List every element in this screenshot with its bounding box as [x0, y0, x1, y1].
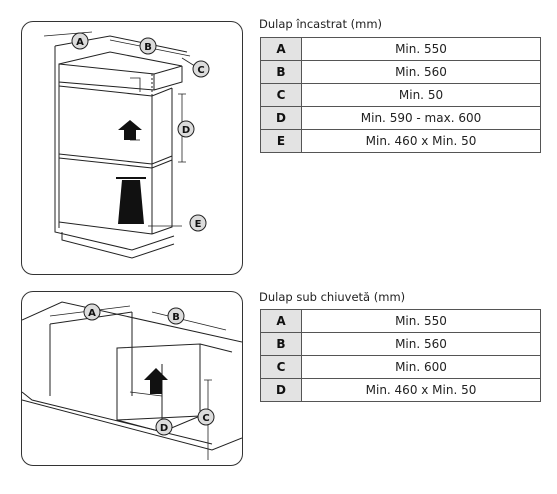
svg-text:E: E	[195, 219, 202, 230]
row-value: Min. 590 - max. 600	[301, 106, 541, 130]
callout-a: A	[83, 303, 101, 321]
under-sink-cabinet-drawing: A B C D	[22, 301, 242, 460]
svg-text:D: D	[182, 125, 190, 136]
row-value: Min. 600	[301, 355, 541, 379]
row-label: E	[260, 129, 302, 153]
row-value: Min. 460 x Min. 50	[301, 129, 541, 153]
built-in-cabinet-drawing: A B C D E	[43, 31, 210, 259]
built-in-dimensions-table: A Min. 550 B Min. 560 C Min. 50 D Min. 5…	[260, 37, 541, 153]
svg-text:B: B	[144, 42, 152, 53]
svg-text:B: B	[172, 312, 180, 323]
table-row: C Min. 50	[260, 83, 541, 107]
row-label: D	[260, 106, 302, 130]
callout-e: E	[189, 214, 207, 232]
arrow-up-icon	[118, 120, 142, 140]
callout-d: D	[155, 418, 173, 436]
table-row: B Min. 560	[260, 60, 541, 84]
under-sink-dimensions-table: A Min. 550 B Min. 560 C Min. 600 D Min. …	[260, 309, 541, 402]
built-in-cabinet-diagram: A B C D E	[21, 21, 243, 275]
row-value: Min. 50	[301, 83, 541, 107]
callout-b: B	[139, 37, 157, 55]
svg-text:A: A	[76, 37, 84, 48]
callout-b: B	[167, 307, 185, 325]
callout-a: A	[71, 32, 89, 50]
row-value: Min. 550	[301, 37, 541, 61]
vent-arrow-icon	[118, 180, 144, 224]
row-label: B	[260, 332, 302, 356]
svg-text:C: C	[197, 65, 204, 76]
table-row: D Min. 460 x Min. 50	[260, 378, 541, 402]
arrow-up-icon	[144, 368, 168, 394]
callout-d: D	[177, 120, 195, 138]
row-label: A	[260, 309, 302, 333]
table-row: C Min. 600	[260, 355, 541, 379]
row-label: C	[260, 83, 302, 107]
svg-text:A: A	[88, 308, 96, 319]
row-label: C	[260, 355, 302, 379]
under-sink-cabinet-diagram: A B C D	[21, 291, 243, 466]
row-label: D	[260, 378, 302, 402]
row-value: Min. 460 x Min. 50	[301, 378, 541, 402]
built-in-caption: Dulap încastrat (mm)	[259, 17, 383, 31]
callout-c: C	[192, 60, 210, 78]
row-label: A	[260, 37, 302, 61]
callout-c: C	[197, 408, 215, 426]
under-sink-caption: Dulap sub chiuvetă (mm)	[259, 290, 406, 304]
row-value: Min. 560	[301, 60, 541, 84]
row-value: Min. 560	[301, 332, 541, 356]
table-row: E Min. 460 x Min. 50	[260, 129, 541, 153]
row-label: B	[260, 60, 302, 84]
svg-text:C: C	[202, 413, 209, 424]
table-row: B Min. 560	[260, 332, 541, 356]
row-value: Min. 550	[301, 309, 541, 333]
table-row: D Min. 590 - max. 600	[260, 106, 541, 130]
table-row: A Min. 550	[260, 309, 541, 333]
svg-text:D: D	[160, 423, 168, 434]
table-row: A Min. 550	[260, 37, 541, 61]
